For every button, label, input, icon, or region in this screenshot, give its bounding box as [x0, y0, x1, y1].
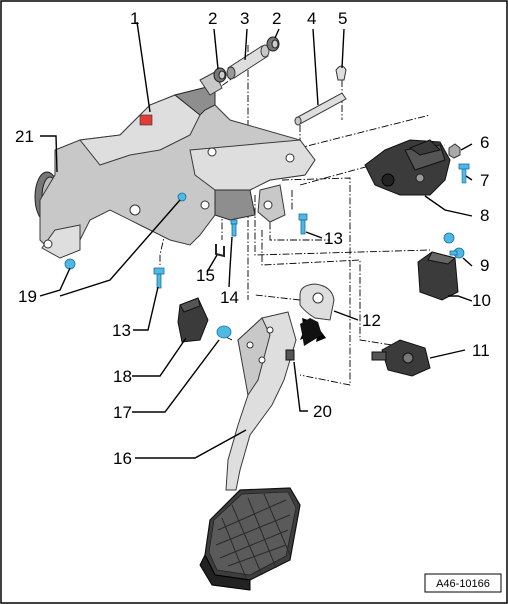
part-10-sensor	[417, 251, 459, 301]
callout-9: 9	[480, 256, 489, 275]
part-14-bolt	[230, 219, 238, 237]
callout-15: 15	[196, 266, 215, 285]
leader-lines	[39, 21, 473, 459]
part-11-switch	[371, 339, 431, 377]
part-1-pedal-bracket	[39, 71, 316, 259]
part-18-buffer	[177, 297, 209, 343]
part-13-bolt-upper	[298, 213, 308, 235]
callout-21: 21	[15, 127, 34, 146]
callout-2b: 2	[272, 9, 281, 28]
part-4-pin	[294, 92, 347, 126]
callout-8: 8	[480, 206, 489, 225]
callout-13a: 13	[324, 229, 343, 248]
part-8-switch-module	[364, 139, 451, 196]
callout-12: 12	[362, 311, 381, 330]
callout-19: 19	[18, 287, 37, 306]
part-19-nut-b	[177, 192, 187, 202]
callout-1: 1	[130, 9, 139, 28]
callout-18: 18	[113, 367, 132, 386]
callout-5: 5	[338, 9, 347, 28]
part-12-plate	[299, 283, 335, 321]
callout-11: 11	[472, 341, 490, 360]
callout-10: 10	[472, 291, 491, 310]
part-16-pedal	[225, 311, 297, 491]
part-15-clip	[215, 244, 225, 258]
figure-code: A46-10166	[436, 578, 490, 590]
part-3-bushing	[226, 44, 270, 80]
callout-7: 7	[480, 171, 489, 190]
pedal-pad	[199, 487, 301, 591]
part-9-screw-b	[449, 247, 465, 259]
callout-labels: 1 2 2 3 4 5 6 7 8 9 10 11 12 13 13 14 15…	[15, 9, 491, 468]
callout-4: 4	[307, 9, 316, 28]
part-7-bolt	[458, 163, 470, 184]
callout-16: 16	[113, 449, 132, 468]
callout-14: 14	[220, 288, 239, 307]
callout-13b: 13	[112, 321, 131, 340]
callout-6: 6	[480, 133, 489, 152]
part-6-nut	[448, 143, 461, 159]
callout-3: 3	[240, 9, 249, 28]
figure-reference: A46-10166	[424, 573, 502, 593]
part-13-bolt-lower	[153, 267, 165, 289]
part-19-nut	[64, 258, 76, 270]
callout-2a: 2	[208, 9, 217, 28]
part-9-screw-a	[443, 232, 455, 244]
part-2-bushing-left	[213, 67, 227, 83]
direction-arrow-icon	[300, 318, 322, 346]
part-17-cap	[216, 325, 232, 339]
part-2-bushing-right	[266, 36, 280, 52]
part-5-clip	[335, 65, 347, 81]
callout-20: 20	[313, 402, 332, 421]
callout-17: 17	[113, 403, 132, 422]
